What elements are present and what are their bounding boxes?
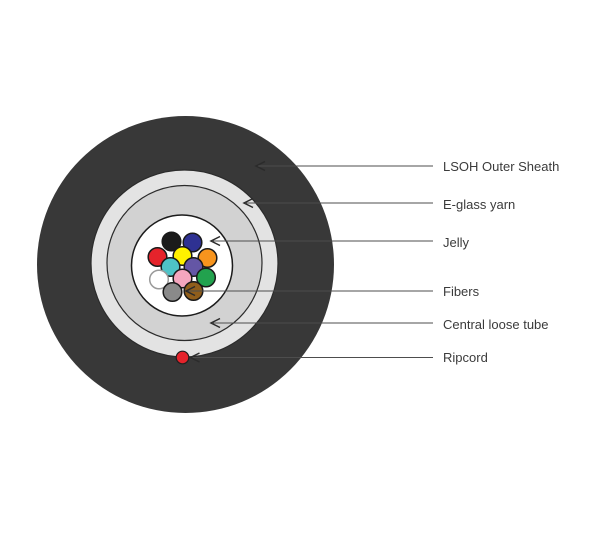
fiber-dot-white <box>148 269 170 290</box>
fiber-dot-slate <box>162 281 183 303</box>
fiber-dot-green <box>195 267 217 288</box>
arrow-jelly <box>209 235 433 247</box>
arrow-e-glass-yarn <box>242 197 433 209</box>
label-e-glass-yarn: E-glass yarn <box>443 197 516 212</box>
label-lsoh-outer-sheath: LSOH Outer Sheath <box>443 159 560 174</box>
fiber-dot-blue <box>182 232 203 253</box>
arrow-ripcord <box>188 352 433 363</box>
arrow-lsoh-outer-sheath <box>254 160 433 172</box>
fiber-dot-orange <box>197 247 218 269</box>
fiber-dot-black <box>161 231 182 252</box>
ripcord-dot <box>175 350 190 365</box>
arrow-fibers <box>184 285 433 297</box>
label-jelly: Jelly <box>443 235 470 250</box>
fiber-bundle <box>147 231 218 303</box>
fiber-dot-rose <box>172 268 193 289</box>
label-central-loose-tube: Central loose tube <box>443 317 549 332</box>
callout-arrows <box>184 160 433 363</box>
label-ripcord: Ripcord <box>443 350 488 365</box>
arrow-central-loose-tube <box>209 317 433 329</box>
label-fibers: Fibers <box>443 284 480 299</box>
